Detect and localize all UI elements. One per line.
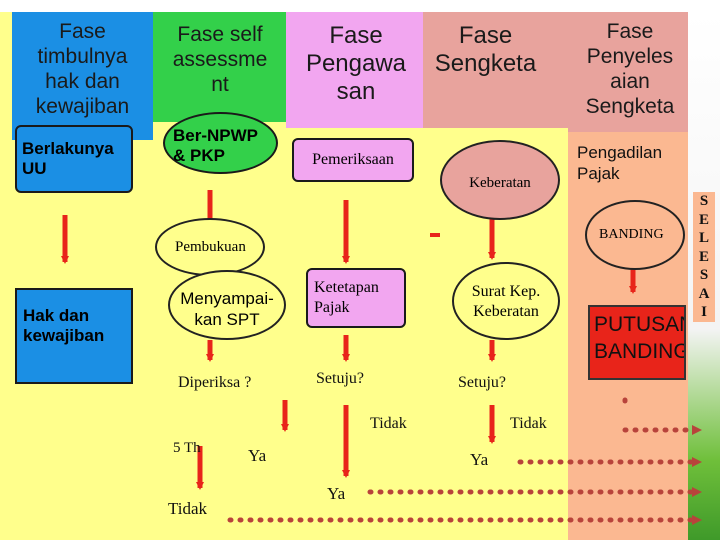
menyampaikan-spt-text: Menyampai- bbox=[170, 288, 284, 309]
diperiksa-label: Diperiksa ? bbox=[178, 374, 251, 392]
surat-keputusan-text: Surat Kep. bbox=[454, 282, 558, 302]
ber-npwp-text: Ber-NPWP bbox=[173, 126, 276, 146]
ya-label-1: Ya bbox=[248, 446, 266, 466]
pemeriksaan-text: Pemeriksaan bbox=[312, 151, 394, 168]
five-th-label: 5 Th bbox=[173, 440, 201, 457]
banding-ellipse: BANDING bbox=[585, 200, 685, 270]
setuju-label-1: Setuju? bbox=[316, 370, 364, 388]
berlakunya-uu-text: Berlakunya bbox=[22, 139, 131, 159]
putusan-banding-text: PUTUSAN bbox=[594, 311, 684, 338]
banding-text: BANDING bbox=[599, 227, 664, 242]
putusan-banding-box: PUTUSAN BANDING bbox=[588, 305, 686, 380]
ya-label-3: Ya bbox=[327, 484, 345, 504]
pemeriksaan-box: Pemeriksaan bbox=[292, 138, 414, 182]
tidak-label-2: Tidak bbox=[510, 415, 547, 433]
surat-keputusan-ellipse: Surat Kep. Keberatan bbox=[452, 262, 560, 340]
pembukuan-text: Pembukuan bbox=[175, 239, 246, 255]
ya-label-2: Ya bbox=[470, 450, 488, 470]
keberatan-text: Keberatan bbox=[469, 175, 531, 191]
tidak-label-3: Tidak bbox=[168, 499, 207, 519]
setuju-label-2: Setuju? bbox=[458, 374, 506, 392]
tidak-label-1: Tidak bbox=[370, 415, 407, 433]
hak-kewajiban-box: Hak dan kewajiban bbox=[15, 288, 133, 384]
berlakunya-uu-box: Berlakunya UU bbox=[15, 125, 133, 193]
ketetapan-pajak-box: Ketetapan Pajak bbox=[306, 268, 406, 328]
hak-kewajiban-text: Hak dan bbox=[23, 306, 131, 326]
keberatan-ellipse: Keberatan bbox=[440, 140, 560, 220]
pembukuan-ellipse: Pembukuan bbox=[155, 218, 265, 276]
ketetapan-pajak-text: Ketetapan bbox=[314, 278, 404, 298]
menyampaikan-spt-ellipse: Menyampai- kan SPT bbox=[168, 270, 286, 340]
ber-npwp-box: Ber-NPWP & PKP bbox=[163, 112, 278, 174]
